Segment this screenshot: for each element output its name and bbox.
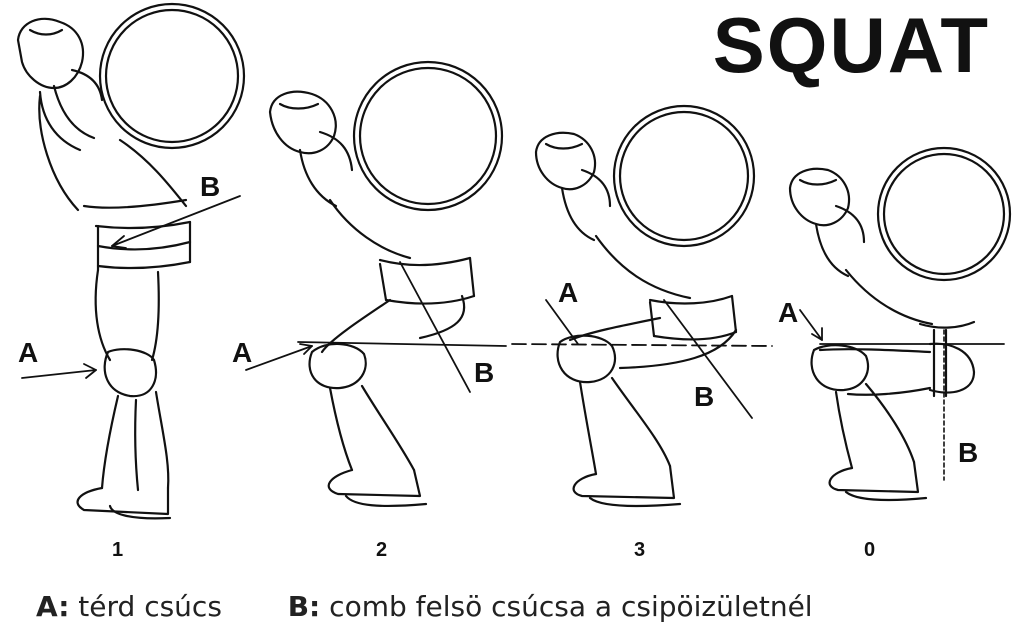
arrow-a-2 <box>299 343 313 355</box>
barbell-plate-inner-2 <box>358 66 498 206</box>
line-a-3 <box>545 299 579 345</box>
figure-4-number: 0 <box>864 539 875 561</box>
lifter-4 <box>788 167 976 502</box>
figure-2-label-b: B <box>474 357 494 388</box>
figure-4-label-a: A <box>778 297 798 328</box>
figure-2-label-a: A <box>232 337 252 368</box>
barbell-plate-1 <box>98 2 246 150</box>
barbell-plate-inner-4 <box>882 152 1006 276</box>
figure-4: A B 0 <box>778 146 1012 561</box>
line-b-3 <box>663 299 753 419</box>
arrow-b-1 <box>111 235 127 249</box>
figure-4-label-b: B <box>958 437 978 468</box>
legend-a-text: térd csúcs <box>78 590 222 623</box>
legend-a-key: A: <box>36 590 70 623</box>
line-a-2 <box>245 345 313 371</box>
line-a-1 <box>21 369 97 379</box>
legend-b-text: comb felsö csúcsa a csipöizületnél <box>329 590 813 623</box>
figure-2: A B 2 <box>232 60 507 561</box>
figure-3-number: 3 <box>634 539 645 561</box>
page-title: SQUAT <box>712 1 990 89</box>
barbell-plate-4 <box>876 146 1012 282</box>
figure-2-number: 2 <box>376 539 387 561</box>
lifter-3 <box>534 131 738 508</box>
arrow-a-4 <box>811 327 823 341</box>
figure-3: A B 3 <box>511 104 773 561</box>
legend-b-key: B: <box>287 590 321 623</box>
lifter-1 <box>16 17 192 520</box>
barbell-plate-inner-3 <box>618 110 750 242</box>
figure-1: A B 1 <box>16 2 246 561</box>
barbell-plate-2 <box>352 60 504 212</box>
reference-line-2 <box>297 341 507 347</box>
line-b-1 <box>111 195 241 247</box>
lifter-2 <box>268 90 476 508</box>
figure-3-label-b: B <box>694 381 714 412</box>
legend: A: térd csúcs B: comb felsö csúcsa a csi… <box>36 590 813 623</box>
line-b-2 <box>399 261 471 393</box>
figure-1-label-a: A <box>18 337 38 368</box>
figure-3-label-a: A <box>558 277 578 308</box>
line-a-4 <box>799 309 823 341</box>
figure-1-number: 1 <box>112 539 123 561</box>
figure-1-label-b: B <box>200 171 220 202</box>
arrow-a-1 <box>83 363 97 379</box>
barbell-plate-inner-1 <box>104 8 240 144</box>
barbell-plate-3 <box>612 104 756 248</box>
reference-line-3 <box>511 343 773 347</box>
